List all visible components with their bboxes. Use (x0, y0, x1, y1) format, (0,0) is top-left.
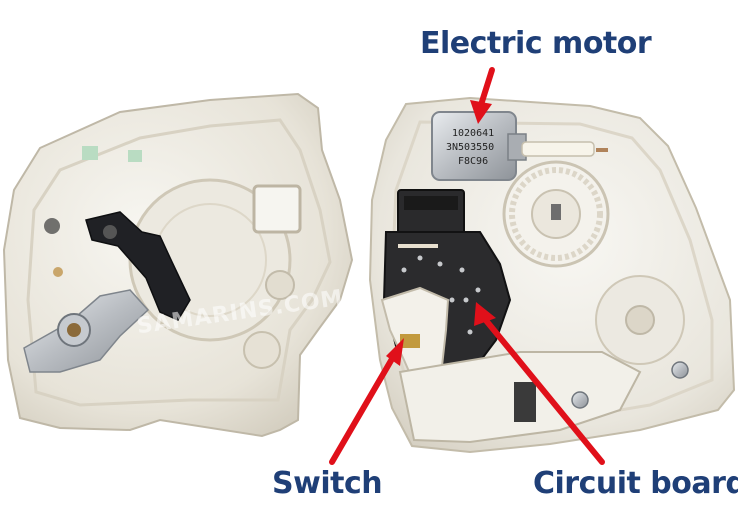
motor-marking-2: 3N503550 (446, 142, 494, 153)
large-gear (502, 160, 610, 268)
black-lever (85, 211, 191, 321)
mechanism-insert (514, 382, 536, 422)
motor-marking-3: F8C96 (458, 156, 488, 167)
circuit-board-arrow (474, 302, 605, 465)
tab-left-1 (82, 146, 98, 160)
tab-left-2 (128, 150, 142, 162)
switch-contact (400, 334, 420, 348)
annotation-arrows (329, 67, 605, 465)
motor-arrow (470, 67, 495, 124)
left-housing (2, 92, 354, 438)
motor-marking-1: 1020641 (452, 128, 494, 139)
label-switch: Switch (272, 466, 383, 501)
electric-motor: 1020641 3N503550 F8C96 (431, 111, 527, 181)
worm-gear (521, 141, 595, 157)
switch-arrow (329, 338, 404, 465)
window-left (252, 184, 302, 234)
label-circuit-board: Circuit board (533, 466, 738, 501)
label-electric-motor: Electric motor (420, 26, 652, 61)
right-housing: 1020641 3N503550 F8C96 (368, 96, 736, 454)
